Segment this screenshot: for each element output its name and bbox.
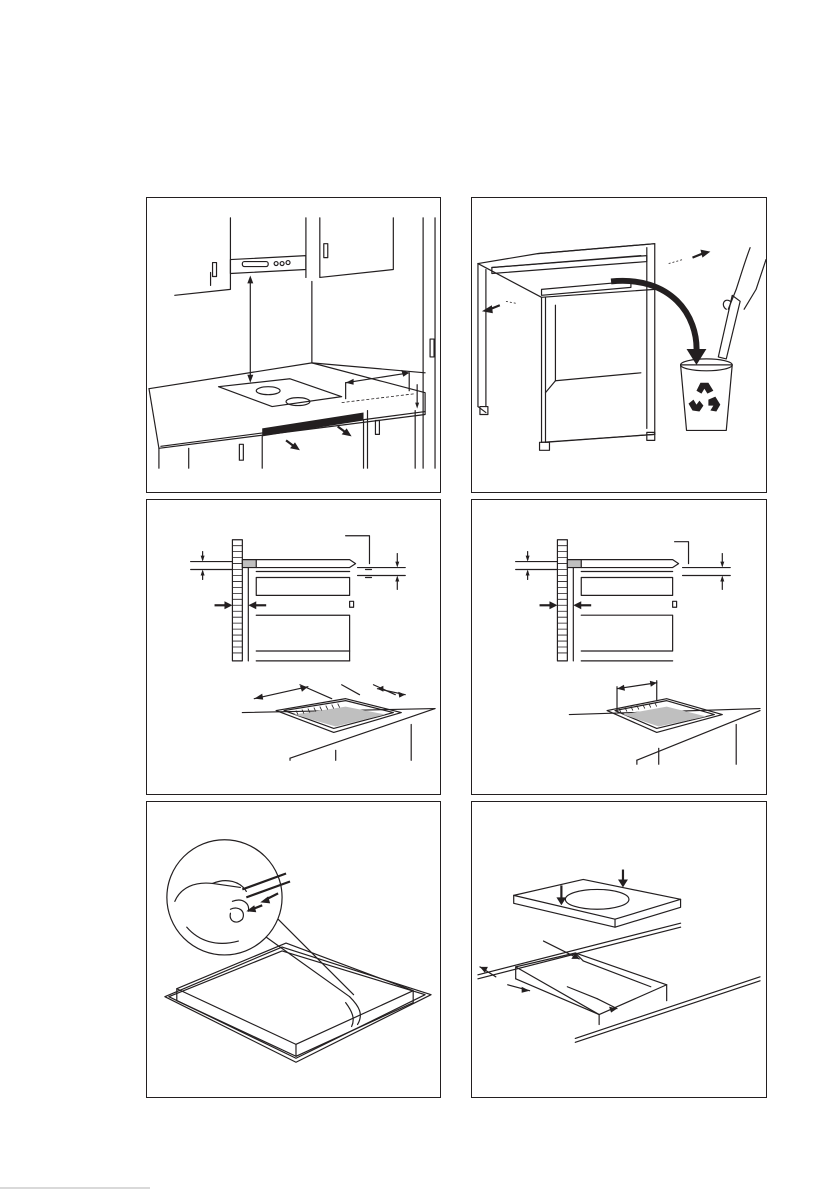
cutout-dimensions-right-illustration	[472, 500, 766, 794]
arrow-icon	[248, 601, 256, 609]
apply-seal-illustration	[147, 802, 440, 1097]
panel-insert-hob	[471, 801, 767, 1098]
arrow-icon	[618, 879, 628, 887]
panel-remove-crossbar	[471, 197, 767, 493]
insert-hob-illustration	[472, 802, 766, 1097]
recycle-icon	[689, 383, 721, 412]
arrow-icon	[556, 897, 566, 905]
hood-clearance-illustration	[147, 198, 440, 492]
arrow-icon	[549, 601, 557, 609]
footer-strip	[0, 1180, 840, 1192]
panel-cutout-dimensions-left	[146, 499, 441, 795]
arrow-icon	[482, 305, 493, 313]
cutout-dimensions-left-illustration	[147, 500, 440, 794]
arrow-icon	[687, 349, 707, 365]
panel-apply-seal	[146, 801, 441, 1098]
arrow-icon	[700, 250, 710, 258]
panel-hood-clearance	[146, 197, 441, 493]
arrow-icon	[224, 601, 232, 609]
remove-crossbar-illustration	[472, 198, 766, 492]
panel-cutout-dimensions-right	[471, 499, 767, 795]
arrow-icon	[573, 601, 581, 609]
